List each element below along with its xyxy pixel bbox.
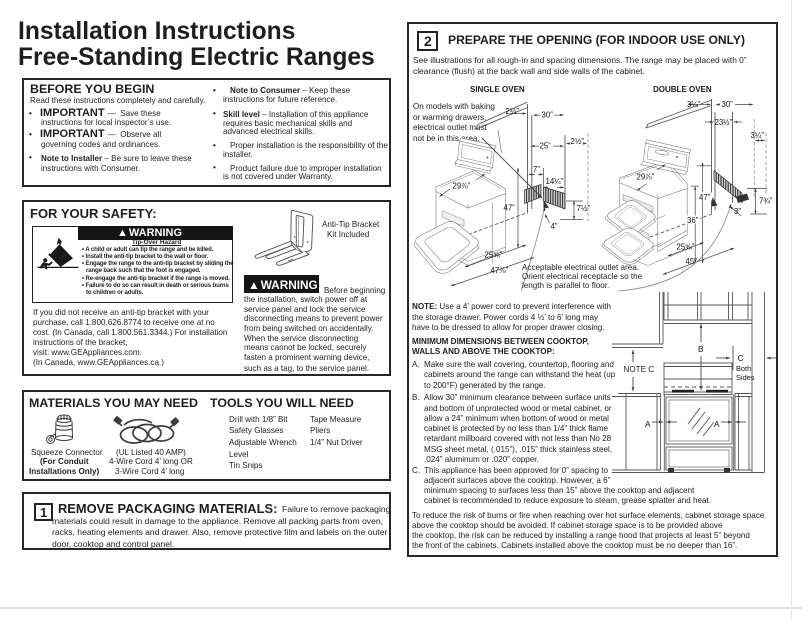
svg-text:3¼”: 3¼”	[687, 100, 701, 109]
svg-text:25⅝”: 25⅝”	[485, 251, 503, 260]
svg-text:3”: 3”	[734, 207, 741, 216]
svg-text:A: A	[714, 420, 720, 429]
svg-text:Sides: Sides	[736, 373, 755, 382]
svg-text:A: A	[645, 420, 651, 429]
svg-text:45”: 45”	[686, 257, 698, 266]
svg-text:7”: 7”	[533, 165, 540, 174]
svg-text:29⅞”: 29⅞”	[637, 173, 655, 182]
svg-text:7¾”: 7¾”	[759, 197, 773, 206]
svg-text:23½”: 23½”	[715, 118, 733, 127]
svg-text:29⅞”: 29⅞”	[453, 182, 471, 191]
svg-text:Both: Both	[736, 364, 751, 373]
svg-text:25⅝”: 25⅝”	[677, 243, 695, 252]
svg-text:4”: 4”	[551, 222, 558, 231]
svg-text:C: C	[738, 354, 744, 363]
svg-text:7½”: 7½”	[577, 204, 591, 213]
svg-text:14¼”: 14¼”	[546, 177, 564, 186]
svg-text:B: B	[698, 345, 704, 354]
svg-text:36”: 36”	[687, 216, 699, 225]
svg-text:47”: 47”	[699, 193, 711, 202]
svg-text:30”: 30”	[542, 111, 554, 120]
svg-text:25”: 25”	[540, 142, 552, 151]
svg-text:2½”: 2½”	[571, 137, 585, 146]
svg-text:3¼”: 3¼”	[751, 131, 765, 140]
svg-text:47⅞”: 47⅞”	[491, 266, 509, 275]
svg-text:2½”: 2½”	[506, 107, 520, 116]
svg-text:47”: 47”	[504, 204, 516, 213]
svg-text:30”: 30”	[722, 100, 734, 109]
